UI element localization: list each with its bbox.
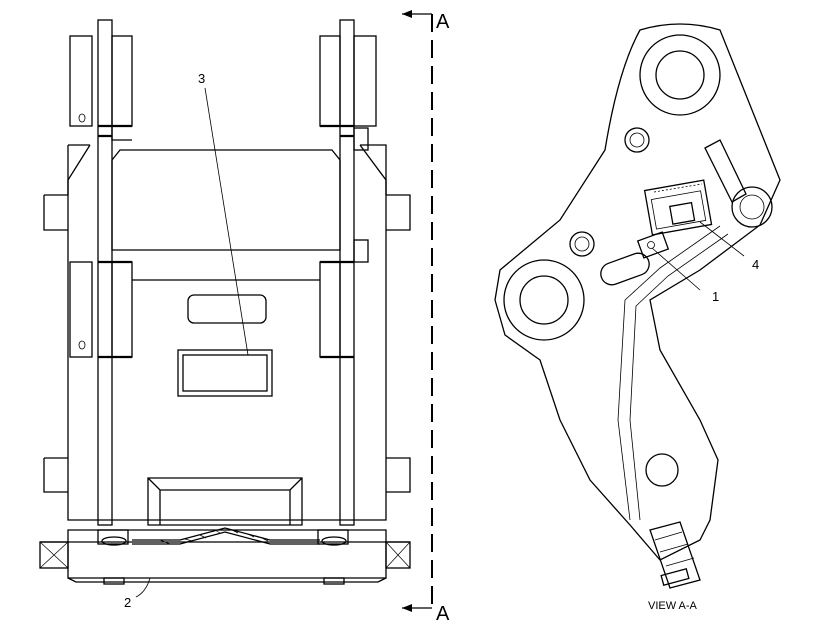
control-decal [643, 179, 713, 236]
side-view [494, 23, 781, 589]
bolt-right [317, 529, 349, 585]
section-line-a-a [402, 10, 433, 612]
callout-2: 2 [124, 595, 131, 610]
warning-decal [636, 231, 670, 259]
nameplate-decal [177, 349, 273, 397]
section-label-top: A [436, 11, 450, 33]
callout-4: 4 [752, 257, 759, 272]
front-view [39, 19, 411, 585]
view-caption: VIEW A-A [648, 600, 698, 612]
bolt-left [97, 529, 129, 585]
callout-3: 3 [198, 71, 205, 86]
section-label-bottom: A [436, 603, 450, 625]
callout-1: 1 [712, 289, 719, 304]
